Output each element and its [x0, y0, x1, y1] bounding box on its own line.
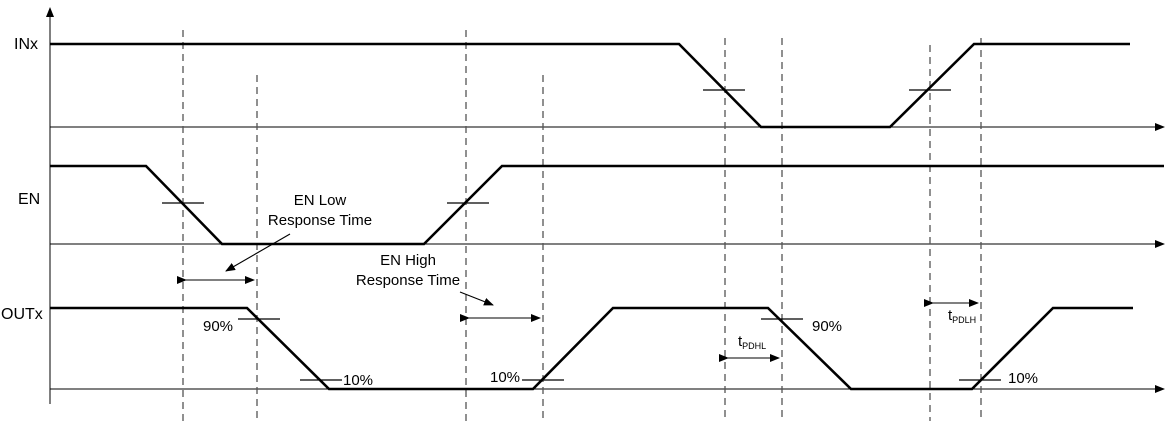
- in-waveform: [50, 42, 1130, 129]
- in-signal-label: INx: [14, 36, 38, 53]
- pct-10-label-b: 10%: [490, 369, 520, 386]
- pct-90-label-a: 90%: [203, 318, 233, 335]
- out-waveform: [50, 306, 1133, 391]
- en-high-label-2: Response Time: [356, 272, 460, 289]
- en-waveform: [50, 164, 1164, 246]
- en-high-leader-arrow: [459, 291, 494, 306]
- pct-10-label-c: 10%: [1008, 370, 1038, 387]
- en-signal-label: EN: [18, 191, 40, 208]
- out-signal-label: OUTx: [1, 306, 43, 323]
- tpdhl-label: tPDHL: [738, 333, 766, 351]
- en-low-label-2: Response Time: [268, 212, 372, 229]
- pct-10-label-a: 10%: [343, 372, 373, 389]
- pct-90-label-b: 90%: [812, 318, 842, 335]
- en-high-label-1: EN High: [380, 252, 436, 269]
- en-low-leader-arrow: [225, 233, 291, 272]
- tpdlh-label: tPDLH: [948, 307, 976, 325]
- en-low-label-1: EN Low: [294, 192, 347, 209]
